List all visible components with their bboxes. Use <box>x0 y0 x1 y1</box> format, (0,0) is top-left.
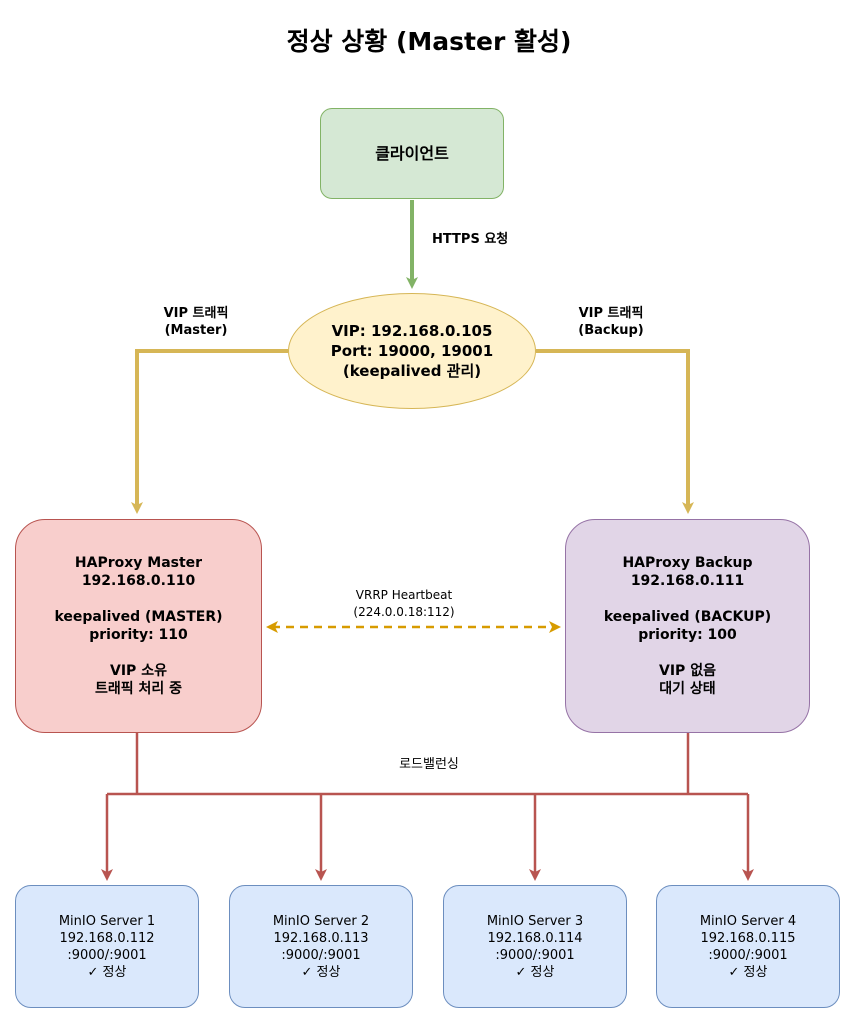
client-label: 클라이언트 <box>375 143 449 163</box>
minio-server-2-node: MinIO Server 2 192.168.0.113 :9000/:9001… <box>229 885 413 1008</box>
master-vip-status: VIP 소유 <box>110 663 167 679</box>
vip-traffic-master-label-line2: (Master) <box>164 323 228 338</box>
server-ip: 192.168.0.113 <box>273 930 369 946</box>
minio-server-4-node: MinIO Server 4 192.168.0.115 :9000/:9001… <box>656 885 840 1008</box>
client-node: 클라이언트 <box>320 108 504 199</box>
server-status: ✓ 정상 <box>87 964 127 980</box>
server-ports: :9000/:9001 <box>281 947 361 963</box>
server-ip: 192.168.0.115 <box>700 930 796 946</box>
vip-ports: Port: 19000, 19001 <box>330 342 494 360</box>
backup-ip: 192.168.0.111 <box>630 573 745 589</box>
vip-traffic-backup-edge <box>536 349 694 514</box>
haproxy-master-node: HAProxy Master 192.168.0.110 keepalived … <box>15 519 262 733</box>
server-ports: :9000/:9001 <box>495 947 575 963</box>
backup-name: HAProxy Backup <box>622 555 753 571</box>
diagram-title: 정상 상황 (Master 활성) <box>286 27 572 56</box>
master-keepalived: keepalived (MASTER) <box>54 609 223 625</box>
load-balancing-label: 로드밸런싱 <box>399 757 459 772</box>
backup-priority: priority: 100 <box>638 627 737 643</box>
vip-traffic-master-label: VIP 트래픽 (Master) <box>140 305 252 339</box>
vrrp-heartbeat-label-line1: VRRP Heartbeat <box>355 588 453 602</box>
server-name: MinIO Server 2 <box>272 913 370 929</box>
server-name: MinIO Server 4 <box>699 913 797 929</box>
vip-address: VIP: 192.168.0.105 <box>331 322 493 340</box>
backup-traffic-status: 대기 상태 <box>659 681 716 697</box>
vip-traffic-backup-label: VIP 트래픽 (Backup) <box>555 305 667 339</box>
vrrp-heartbeat-label: VRRP Heartbeat (224.0.0.18:112) <box>330 587 478 621</box>
vip-manager: (keepalived 관리) <box>342 362 482 380</box>
server-status: ✓ 정상 <box>515 964 555 980</box>
server-name: MinIO Server 3 <box>486 913 584 929</box>
server-status: ✓ 정상 <box>301 964 341 980</box>
vip-traffic-master-label-line1: VIP 트래픽 <box>163 306 229 321</box>
https-request-label: HTTPS 요청 <box>432 232 509 247</box>
server-ports: :9000/:9001 <box>708 947 788 963</box>
vip-node: VIP: 192.168.0.105 Port: 19000, 19001 (k… <box>288 293 536 409</box>
minio-server-3-node: MinIO Server 3 192.168.0.114 :9000/:9001… <box>443 885 627 1008</box>
vip-traffic-backup-label-line2: (Backup) <box>578 323 644 338</box>
server-status: ✓ 정상 <box>728 964 768 980</box>
server-ports: :9000/:9001 <box>67 947 147 963</box>
haproxy-backup-node: HAProxy Backup 192.168.0.111 keepalived … <box>565 519 810 733</box>
master-name: HAProxy Master <box>74 555 203 571</box>
server-ip: 192.168.0.114 <box>487 930 583 946</box>
master-traffic-status: 트래픽 처리 중 <box>94 681 183 697</box>
server-ip: 192.168.0.112 <box>59 930 155 946</box>
backup-vip-status: VIP 없음 <box>659 663 716 679</box>
vip-traffic-master-edge <box>131 349 288 514</box>
vip-traffic-backup-label-line1: VIP 트래픽 <box>578 306 644 321</box>
master-priority: priority: 110 <box>89 627 188 643</box>
backup-keepalived: keepalived (BACKUP) <box>603 609 772 625</box>
minio-server-1-node: MinIO Server 1 192.168.0.112 :9000/:9001… <box>15 885 199 1008</box>
master-ip: 192.168.0.110 <box>81 573 196 589</box>
server-name: MinIO Server 1 <box>58 913 156 929</box>
vrrp-heartbeat-label-line2: (224.0.0.18:112) <box>353 605 455 619</box>
